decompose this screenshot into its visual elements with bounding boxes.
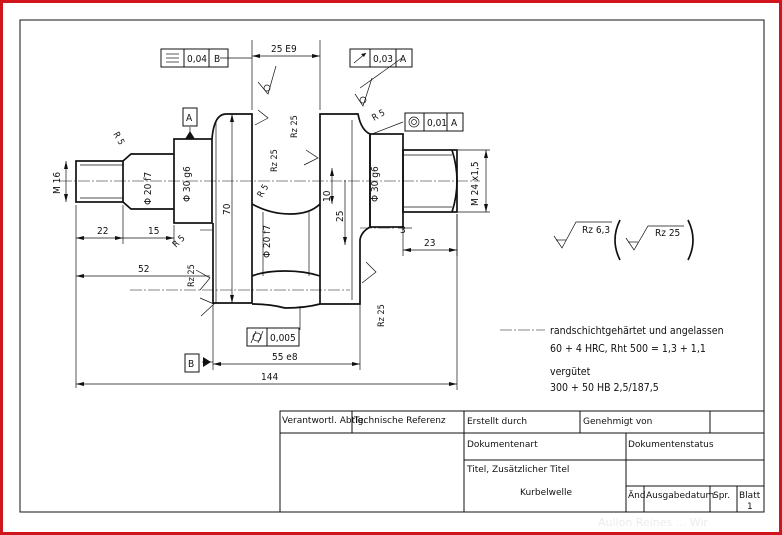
dim-22: 22 [97, 226, 108, 237]
flatness-frame [160, 48, 229, 68]
tb-tech-ref: Technische Referenz [353, 416, 446, 426]
concentricity-value: 0,01 [427, 118, 447, 129]
radius-r5-a: R 5 [110, 131, 125, 148]
tb-spr: Spr. [713, 491, 730, 501]
datum-a-box [182, 107, 198, 127]
flatness-datum: B [214, 54, 220, 65]
tb-dokumentenart: Dokumentenart [467, 440, 538, 450]
tb-dokumentenstatus: Dokumentenstatus [628, 440, 714, 450]
rz25-b: Rz 25 [270, 149, 280, 172]
tb-blatt-label: Blatt [739, 491, 761, 501]
tb-genehmigt: Genehmigt von [583, 417, 652, 427]
tb-verantwortl: Verantwortl. Abtlg. [282, 416, 366, 426]
tb-blatt-value: 1 [747, 502, 753, 512]
dim-52: 52 [138, 264, 149, 275]
datum-a-triangle [185, 131, 195, 139]
dim-dia-20-f7-left: Φ 20 f7 [143, 172, 154, 205]
datum-b-label: B [188, 359, 194, 370]
runout-frame [349, 48, 413, 68]
dim-m16: M 16 [52, 172, 63, 194]
datum-b-triangle [203, 357, 211, 367]
flatness-value: 0,04 [187, 54, 207, 65]
radius-r5-b: R 5 [256, 183, 271, 200]
surface-symbols [195, 65, 377, 317]
dim-dia-20-f7-mid: Φ 20 f7 [262, 225, 273, 258]
tb-aend: Änd. [628, 490, 648, 501]
tb-erstellt: Erstellt durch [467, 417, 527, 427]
concentricity-datum: A [451, 118, 458, 129]
cylindricity-frame [246, 327, 300, 347]
arrowheads [64, 54, 488, 386]
dim-dia-30-g6-right: Φ 30 g6 [370, 166, 381, 202]
general-surface-symbol [553, 219, 694, 261]
rz25-c: Rz 25 [187, 264, 197, 287]
runout-value: 0,03 [373, 54, 393, 65]
rz25-d: Rz 25 [377, 304, 387, 327]
dim-25: 25 [335, 211, 346, 222]
tb-titel-value: Kurbelwelle [520, 488, 573, 498]
dim-3: 3 [400, 225, 406, 236]
tb-titel-label: Titel, Zusätzlicher Titel [466, 465, 569, 475]
concentricity-frame [404, 112, 464, 132]
dim-10: 10 [322, 190, 333, 202]
inner-border [19, 19, 765, 513]
note-line-1: randschichtgehärtet und angelassen [550, 325, 724, 337]
technical-drawing: 0,04 B 0,03 A 0,01 A 0,005 A B 25 E9 M 1… [19, 19, 765, 529]
general-rz-25: Rz 25 [655, 228, 680, 239]
datum-b-box [184, 353, 200, 373]
dim-25-e9: 25 E9 [271, 44, 297, 55]
tb-ausgabe: Ausgabedatum [646, 491, 714, 501]
rz25-a: Rz 25 [290, 115, 300, 138]
dim-23: 23 [424, 238, 435, 249]
note-line-2: 60 + 4 HRC, Rht 500 = 1,3 + 1,1 [550, 343, 706, 355]
dim-m24: M 24 x1,5 [470, 161, 481, 206]
dimension-lines [65, 40, 490, 390]
dim-70: 70 [222, 203, 233, 215]
dim-15: 15 [148, 226, 159, 237]
title-block [279, 410, 765, 513]
note-line-4: 300 + 50 HB 2,5/187,5 [550, 382, 659, 394]
watermark: Aullon Reines ... Wir [598, 516, 708, 529]
runout-datum: A [400, 54, 407, 65]
dim-55-e8: 55 e8 [272, 352, 298, 363]
shaft-outline [75, 113, 458, 309]
cylindricity-value: 0,005 [270, 333, 296, 344]
datum-a-label: A [186, 113, 193, 124]
radius-r5-c: R 5 [171, 234, 188, 251]
radius-r5-d: R 5 [371, 108, 388, 123]
note-line-3: vergütet [550, 366, 591, 378]
general-rz-6-3: Rz 6,3 [582, 225, 610, 236]
dim-144: 144 [261, 372, 278, 383]
dim-dia-30-g6-left: Φ 30 g6 [182, 166, 193, 202]
